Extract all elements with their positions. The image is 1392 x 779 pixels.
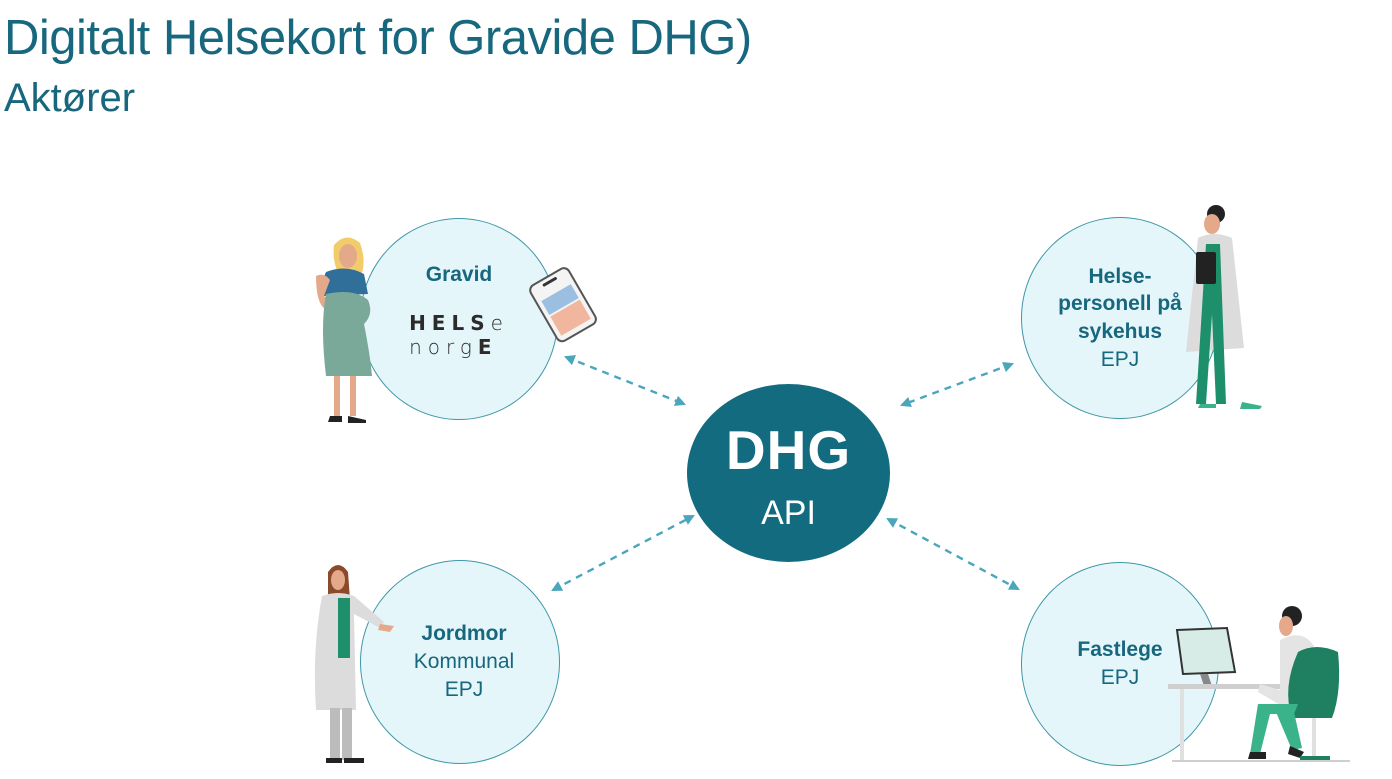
actor-gravid: Gravid HELSe norgE [360, 218, 558, 420]
arrow-gravid-hub [563, 355, 687, 406]
actor-jordmor: Jordmor Kommunal EPJ [360, 560, 560, 764]
helsenorge-logo: HELSe norgE [409, 310, 509, 359]
actor-name-line: sykehus [1077, 320, 1163, 343]
actor-name: Jordmor [421, 622, 507, 646]
actor-sub-line: Kommunal [413, 650, 515, 674]
hub-title: DHG [725, 418, 852, 481]
actor-name: Gravid [425, 263, 493, 286]
arrow-jordmor-hub [551, 514, 695, 592]
arrow-fastlege-hub [886, 517, 1020, 591]
actor-sykehus: Helse- personell på sykehus EPJ [1021, 217, 1219, 419]
page-title: Digitalt Helsekort for Gravide DHG) [4, 11, 752, 65]
page-subtitle: Aktører [4, 76, 136, 120]
actor-fastlege: Fastlege EPJ [1021, 562, 1219, 766]
arrow-sykehus-hub [899, 361, 1015, 408]
actor-name-line: personell på [1058, 292, 1182, 316]
actor-name: Fastlege [1077, 638, 1163, 662]
actor-sub-line: EPJ [444, 677, 484, 701]
dhg-api-hub: DHG API [687, 384, 890, 562]
actor-sub: EPJ [1100, 666, 1140, 689]
actor-name-line: Helse- [1088, 264, 1152, 288]
actor-sub: EPJ [1100, 347, 1140, 371]
hub-subtitle: API [761, 493, 816, 532]
